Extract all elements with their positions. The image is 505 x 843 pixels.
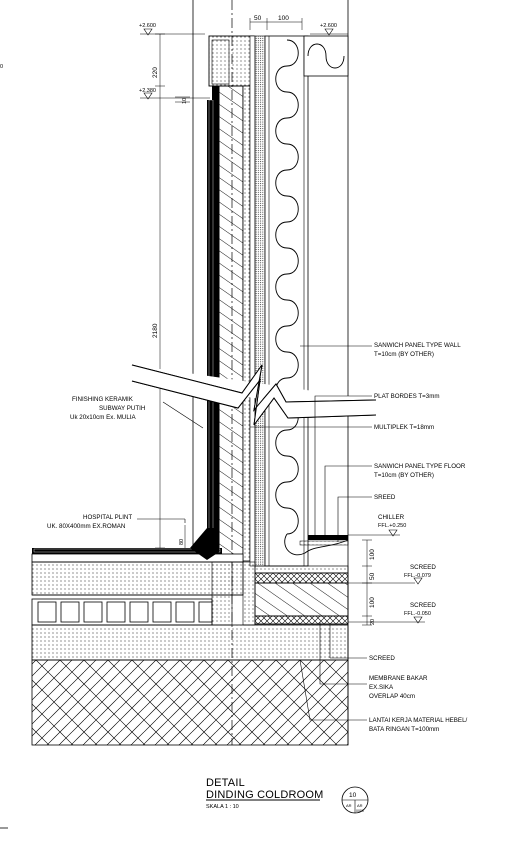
membrane-label-3: OVERLAP 40cm [369,693,415,700]
dim-top-50: 50 [254,15,262,22]
dim-r-100b: 100 [369,597,376,608]
plint-label-1: HOSPITAL PLINT [83,514,132,521]
screed2-text: SCREED [410,602,436,609]
membrane-label-1: MEMBRANE BAKAR [369,675,428,682]
finishing-label-3: Uk 20x10cm Ex. MULIA [70,414,137,421]
dim-2180: 2180 [152,323,159,338]
right-dimension-chain: 100 50 100 20 [362,539,376,626]
sandwich-panel-wall [264,35,309,567]
finishing-label-1: FINISHING KERAMIK [72,396,134,403]
sandwich-panel-ceiling [303,35,349,77]
level-top-left-text: +2.600 [139,23,156,29]
insulation-wave-vertical [275,39,299,535]
dim-r-50: 50 [369,572,376,580]
sandwich-panel-floor-corner [284,533,349,556]
dim-220: 220 [152,67,159,78]
detail-number: 10 [349,792,357,799]
concrete-slab-lower [31,624,349,661]
level-chiller: CHILLER FFL.+0.250 [348,514,406,537]
edge-marker: 0 [0,64,3,70]
screed1-text: SCREED [410,564,436,571]
chiller-ffl-text: FFL.+0.250 [378,523,406,529]
panel-floor-label-1: SANWICH PANEL TYPE FLOOR [374,463,466,470]
screed-bottom-label: SCREED [369,655,395,662]
ref-left: AR [346,803,352,808]
title-block: DETAIL DINDING COLDROOM SKALA 1 : 10 10 … [206,777,369,814]
chiller-text: CHILLER [378,514,405,521]
panel-wall-label-2: T=10cm (BY OTHER) [374,351,434,358]
brick-row [31,561,233,626]
leader-plat-bordes: PLAT BORDES T=3mm [314,393,440,535]
level-marker-top-right: +2.600 [310,23,348,36]
leader-sreed: SREED [337,494,396,542]
leader-screed-bottom: SCREED [329,625,395,662]
leader-membrane: MEMBRANE BAKAR EX.SIKA OVERLAP 40cm [319,622,428,700]
hospital-plint [190,528,219,560]
sreed-label: SREED [374,494,396,501]
dim-80: 80 [179,539,185,545]
title-scale: SKALA 1 : 10 [206,804,239,810]
lantai-label-1: LANTAI KERJA MATERIAL HEBEL/ [369,717,468,724]
vertical-dimension-left: 220 2180 10 80 [152,33,190,549]
floor-finish-left [31,528,244,563]
plat-bordes-label: PLAT BORDES T=3mm [374,393,440,400]
leader-panel-floor: SANWICH PANEL TYPE FLOOR T=10cm (BY OTHE… [324,463,466,540]
level-marker-mid-left: +2.380 [139,88,210,100]
level-mid-left-text: +2.380 [139,88,156,94]
dim-top-100: 100 [278,15,289,22]
parapet-block [208,35,255,87]
title-line-1: DETAIL [206,777,245,789]
concrete-slab-left [31,561,244,596]
screed2-ffl-text: FFL.-0.050 [404,611,431,617]
floor-buildup-right [242,561,349,626]
level-screed-1: SCREED FFL.-0.079 [348,564,436,585]
compacted-soil [31,659,349,746]
finishing-label-2: SUBWAY PUTIH [99,405,145,412]
leader-panel-wall: SANWICH PANEL TYPE WALL T=10cm (BY OTHER… [300,342,461,358]
level-screed-2: SCREED FFL.-0.050 [348,602,436,624]
lantai-label-2: BATA RINGAN T=100mm [369,726,439,733]
dim-10: 10 [182,98,188,104]
ref-right: AR [357,803,363,808]
ceramic-tile-finish [207,86,219,541]
level-marker-top-left: +2.600 [139,23,205,36]
multiplek-label: MULTIPLEK T=18mm [374,424,434,431]
leader-lantai: LANTAI KERJA MATERIAL HEBEL/ BATA RINGAN… [299,659,468,733]
leader-multiplek: MULTIPLEK T=18mm [250,424,434,431]
membrane-label-2: EX.SIKA [369,684,394,691]
wall-hatched-section [218,85,244,562]
panel-floor-label-2: T=10cm (BY OTHER) [374,472,434,479]
top-dimension-line: 50 100 [249,15,303,30]
multiplek-layer [242,35,266,567]
screed1-ffl-text: FFL.-0.079 [404,573,431,579]
title-line-2: DINDING COLDROOM [206,789,323,801]
ref-sub: 0000 [356,809,364,813]
leader-plint: HOSPITAL PLINT UK. 80X400mm EX.ROMAN [47,514,186,530]
leader-finishing: FINISHING KERAMIK SUBWAY PUTIH Uk 20x10c… [70,396,204,429]
panel-wall-label-1: SANWICH PANEL TYPE WALL [374,342,461,349]
level-top-right-text: +2.600 [320,23,337,29]
plint-label-2: UK. 80X400mm EX.ROMAN [47,523,125,530]
dim-r-100a: 100 [369,549,376,560]
